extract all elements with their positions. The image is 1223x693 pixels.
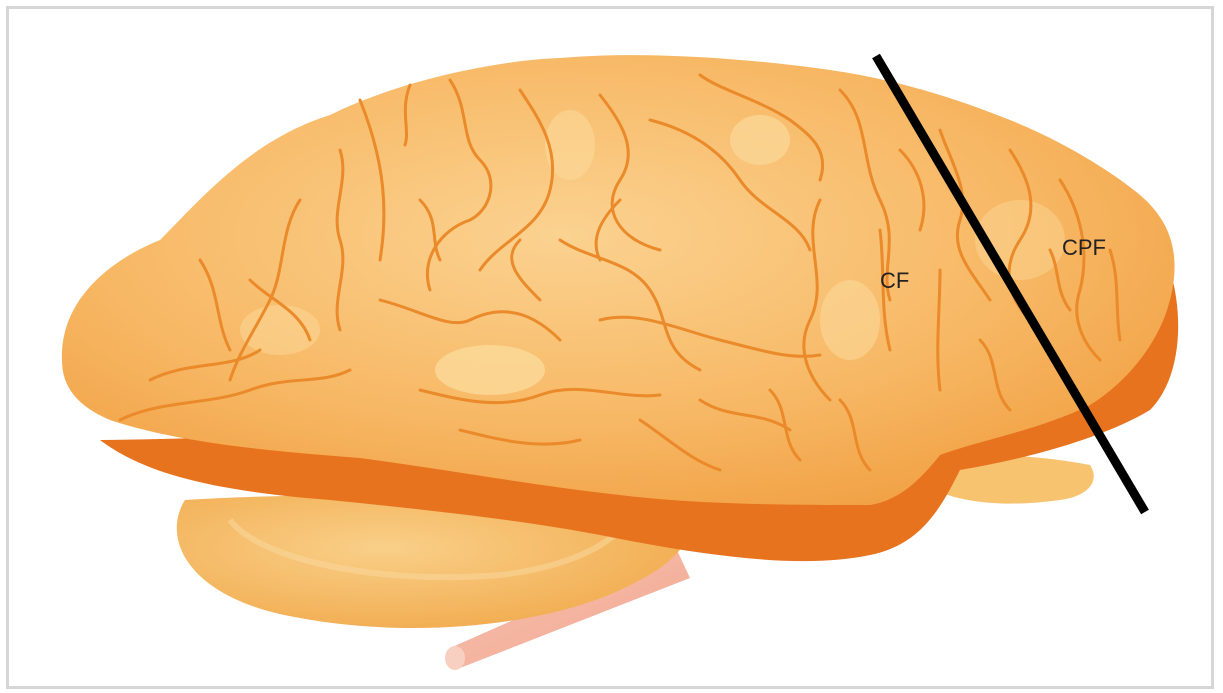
label-cf: CF bbox=[880, 268, 909, 293]
label-cpf: CPF bbox=[1062, 235, 1106, 260]
